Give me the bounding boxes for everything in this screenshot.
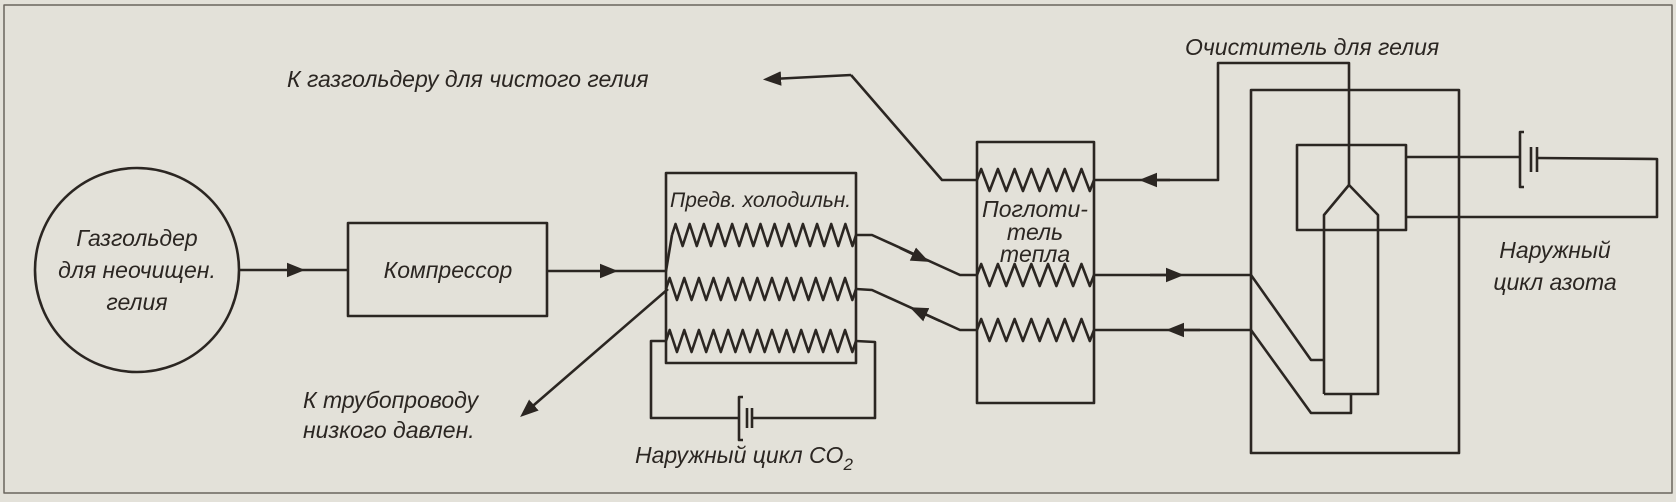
low-pressure-label-line: К трубопроводу <box>303 387 480 413</box>
co2-cycle-label: Наружный цикл CO2 <box>635 442 853 474</box>
nitrogen-battery-icon <box>1518 130 1539 189</box>
low-pressure-label-line: низкого давлен. <box>303 417 475 443</box>
flow-arrow <box>909 307 941 323</box>
purifier-label: Очиститель для гелия <box>1185 34 1439 60</box>
figure-frame <box>3 4 1673 494</box>
flow-arrow <box>899 246 930 262</box>
absorber-label-line: тепла <box>1000 241 1070 267</box>
compressor: Компрессор <box>346 221 549 318</box>
pure-helium-line <box>850 74 977 182</box>
flow-line <box>1094 328 1353 415</box>
co2-loop-line <box>752 339 877 420</box>
pure-helium-gasholder-label: К газгольдеру для чистого гелия <box>287 66 649 92</box>
precooler: Предв. холодильн. <box>664 171 858 365</box>
precooler-coil <box>670 222 858 248</box>
heat-absorber: Поглоти- тель тепла <box>975 140 1096 405</box>
nitrogen-cycle-label-line: цикл азота <box>1493 269 1616 295</box>
gasholder-label-line: для неочищен. <box>58 257 216 283</box>
precooler-coil <box>664 328 858 354</box>
absorber-coil <box>975 317 1096 343</box>
co2-loop-line <box>649 339 739 420</box>
raw-helium-gasholder: Газгольдер для неочищен. гелия <box>33 166 241 374</box>
flow-line <box>1094 273 1324 362</box>
flow-line <box>855 287 977 332</box>
precooler-coil <box>664 276 858 302</box>
helium-purifier <box>1249 88 1461 455</box>
low-pressure-arrow <box>520 288 669 417</box>
pure-helium-arrow <box>762 71 852 86</box>
compressor-label: Компрессор <box>384 257 513 283</box>
precooler-label: Предв. холодильн. <box>670 189 851 212</box>
absorber-label-line: Поглоти- <box>982 196 1088 222</box>
gasholder-label-line: Газгольдер <box>76 225 198 251</box>
co2-battery-icon <box>737 395 754 442</box>
flow-line <box>1094 61 1351 185</box>
gasholder-label-line: гелия <box>106 289 167 315</box>
nitrogen-cycle-label-line: Наружный <box>1499 237 1611 263</box>
absorber-label-line: тель <box>1007 219 1063 245</box>
absorber-coil <box>975 167 1096 193</box>
flow-line <box>603 234 674 273</box>
absorber-coil <box>975 262 1096 288</box>
nitrogen-loop-line <box>1406 156 1659 219</box>
